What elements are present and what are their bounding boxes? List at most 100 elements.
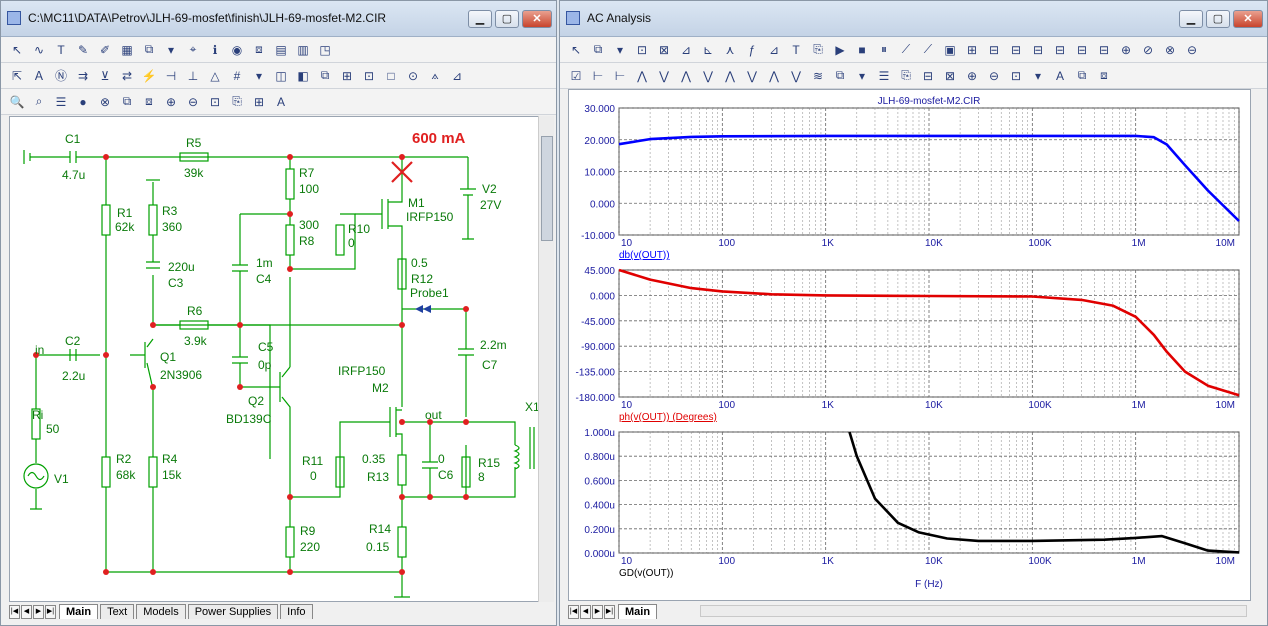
analysis-tool-icon-0-10[interactable]: ⊿ xyxy=(768,42,780,57)
analysis-tool-icon-0-8[interactable]: ⋏ xyxy=(725,42,735,57)
schematic-tool-icon-0-14[interactable]: ▥ xyxy=(297,42,309,57)
schematic-tool-icon-2-11[interactable]: ⎘ xyxy=(232,94,242,108)
schematic-tool-icon-0-11[interactable]: ◉ xyxy=(231,42,243,57)
schematic-tool-icon-0-5[interactable]: ✐ xyxy=(99,42,111,57)
analysis-first-tab-button[interactable]: |◀ xyxy=(568,605,579,619)
analysis-tool-icon-0-5[interactable]: ⊠ xyxy=(658,42,670,57)
analysis-minimize-button[interactable]: ▁ xyxy=(1179,10,1203,28)
analysis-tool-icon-1-12[interactable]: ≋ xyxy=(812,68,824,83)
analysis-tool-icon-0-9[interactable]: ƒ xyxy=(748,42,756,57)
schematic-tool-icon-2-3[interactable]: ☰ xyxy=(55,94,67,109)
analysis-tool-icon-0-26[interactable]: ⊕ xyxy=(1120,42,1132,57)
analysis-tool-icon-1-9[interactable]: ⋁ xyxy=(747,68,757,83)
schematic-tool-icon-1-14[interactable]: ◧ xyxy=(297,68,309,83)
schematic-tool-icon-0-3[interactable]: T xyxy=(57,42,65,57)
analysis-prev-tab-button[interactable]: ◀ xyxy=(580,605,591,619)
analysis-tool-icon-1-19[interactable]: ⊕ xyxy=(966,68,978,83)
schematic-tool-icon-0-10[interactable]: ℹ xyxy=(212,42,218,57)
analysis-tool-icon-0-3[interactable]: ▾ xyxy=(616,42,624,57)
analysis-tool-icon-0-1[interactable]: ↖ xyxy=(570,42,582,57)
analysis-tool-icon-0-13[interactable]: ▶ xyxy=(835,42,845,57)
analysis-tool-icon-0-7[interactable]: ⊾ xyxy=(702,42,714,57)
analysis-tool-icon-0-16[interactable]: ⟋ xyxy=(901,42,911,56)
analysis-tool-icon-1-14[interactable]: ▾ xyxy=(858,68,866,83)
tab-main[interactable]: Main xyxy=(59,604,99,619)
analysis-tool-icon-1-24[interactable]: ⧉ xyxy=(1077,68,1087,82)
analysis-tool-icon-1-1[interactable]: ☑ xyxy=(570,68,582,83)
schematic-vertical-scrollbar[interactable] xyxy=(538,116,554,602)
analysis-tab-main[interactable]: Main xyxy=(618,604,658,619)
analysis-tool-icon-1-5[interactable]: ⋁ xyxy=(659,68,669,83)
schematic-tool-icon-2-12[interactable]: ⊞ xyxy=(253,94,265,109)
analysis-tool-icon-0-19[interactable]: ⊞ xyxy=(966,42,978,57)
analysis-titlebar[interactable]: AC Analysis ▁ ▢ ✕ xyxy=(560,1,1267,37)
analysis-tool-icon-1-15[interactable]: ☰ xyxy=(878,68,890,83)
schematic-tool-icon-1-20[interactable]: ⟑ xyxy=(431,68,439,82)
schematic-tool-icon-2-9[interactable]: ⊖ xyxy=(187,94,199,109)
schematic-tool-icon-1-6[interactable]: ⇄ xyxy=(121,68,133,83)
schematic-tool-icon-2-8[interactable]: ⊕ xyxy=(165,94,177,109)
schematic-tool-icon-1-10[interactable]: △ xyxy=(210,68,220,83)
analysis-tool-icon-0-27[interactable]: ⊘ xyxy=(1142,42,1154,57)
schematic-tool-icon-0-4[interactable]: ✎ xyxy=(77,42,89,57)
analysis-tool-icon-1-18[interactable]: ⊠ xyxy=(944,68,956,83)
analysis-tool-icon-0-21[interactable]: ⊟ xyxy=(1010,42,1022,57)
analysis-tool-icon-0-14[interactable]: ■ xyxy=(858,42,866,57)
analysis-tool-icon-0-18[interactable]: ▣ xyxy=(944,42,956,57)
first-tab-button[interactable]: |◀ xyxy=(9,605,20,619)
analysis-tool-icon-0-25[interactable]: ⊟ xyxy=(1098,42,1110,57)
schematic-tool-icon-1-11[interactable]: # xyxy=(233,68,241,83)
analysis-tool-icon-0-11[interactable]: T xyxy=(792,42,800,57)
analysis-next-tab-button[interactable]: ▶ xyxy=(592,605,603,619)
schematic-tool-icon-2-13[interactable]: A xyxy=(276,94,285,109)
analysis-tool-icon-0-12[interactable]: ⎘ xyxy=(813,42,823,56)
schematic-tool-icon-2-7[interactable]: ⧈ xyxy=(145,94,153,108)
schematic-tool-icon-2-5[interactable]: ⊗ xyxy=(99,94,111,109)
analysis-tool-icon-0-15[interactable]: ⏸ xyxy=(880,42,887,56)
analysis-tool-icon-0-6[interactable]: ⊿ xyxy=(680,42,692,57)
schematic-tool-icon-0-7[interactable]: ⧉ xyxy=(144,42,154,56)
schematic-tool-icon-1-7[interactable]: ⚡ xyxy=(141,68,157,83)
analysis-tool-icon-1-10[interactable]: ⋀ xyxy=(769,68,779,83)
schematic-tool-icon-0-13[interactable]: ▤ xyxy=(275,42,287,57)
maximize-button[interactable]: ▢ xyxy=(495,10,519,28)
analysis-tool-icon-1-16[interactable]: ⎘ xyxy=(901,68,911,82)
schematic-tool-icon-2-6[interactable]: ⧉ xyxy=(122,94,132,108)
schematic-tool-icon-1-4[interactable]: ⇉ xyxy=(77,68,89,83)
analysis-tool-icon-1-13[interactable]: ⧉ xyxy=(835,68,845,82)
analysis-tool-icon-1-21[interactable]: ⊡ xyxy=(1010,68,1022,83)
tab-models[interactable]: Models xyxy=(136,604,186,619)
schematic-tool-icon-1-16[interactable]: ⊞ xyxy=(341,68,353,83)
analysis-tool-icon-0-28[interactable]: ⊗ xyxy=(1164,42,1176,57)
analysis-tool-icon-1-25[interactable]: ⧈ xyxy=(1100,68,1108,82)
analysis-maximize-button[interactable]: ▢ xyxy=(1206,10,1230,28)
analysis-tool-icon-0-4[interactable]: ⊡ xyxy=(636,42,648,57)
analysis-tool-icon-1-11[interactable]: ⋁ xyxy=(791,68,801,83)
analysis-tool-icon-1-22[interactable]: ▾ xyxy=(1034,68,1042,83)
tab-info[interactable]: Info xyxy=(280,604,313,619)
scrollbar-thumb[interactable] xyxy=(541,136,553,241)
schematic-tool-icon-2-2[interactable]: ⌕ xyxy=(35,94,43,108)
analysis-last-tab-button[interactable]: ▶| xyxy=(604,605,615,619)
analysis-close-button[interactable]: ✕ xyxy=(1233,10,1263,28)
schematic-tool-icon-1-21[interactable]: ⊿ xyxy=(451,68,463,83)
schematic-tool-icon-1-17[interactable]: ⊡ xyxy=(363,68,375,83)
schematic-tool-icon-1-8[interactable]: ⊣ xyxy=(165,68,177,83)
schematic-tool-icon-1-9[interactable]: ⊥ xyxy=(187,68,199,83)
schematic-tool-icon-1-2[interactable]: Ａ xyxy=(32,69,45,83)
schematic-titlebar[interactable]: C:\MC11\DATA\Petrov\JLH-69-mosfet\finish… xyxy=(1,1,556,37)
schematic-tool-icon-0-6[interactable]: ▦ xyxy=(121,42,133,57)
analysis-tool-icon-0-24[interactable]: ⊟ xyxy=(1076,42,1088,57)
analysis-horizontal-scrollbar[interactable] xyxy=(700,605,1247,617)
schematic-tool-icon-2-1[interactable]: 🔍 xyxy=(9,94,25,109)
schematic-tool-icon-1-15[interactable]: ⧉ xyxy=(320,68,330,82)
analysis-tool-icon-0-29[interactable]: ⊖ xyxy=(1186,42,1198,57)
schematic-tool-icon-0-8[interactable]: ▾ xyxy=(167,42,175,57)
last-tab-button[interactable]: ▶| xyxy=(45,605,56,619)
analysis-tool-icon-0-23[interactable]: ⊟ xyxy=(1054,42,1066,57)
schematic-tool-icon-1-1[interactable]: ⇱ xyxy=(11,68,23,83)
schematic-tool-icon-1-5[interactable]: ⊻ xyxy=(100,68,110,83)
schematic-tool-icon-1-19[interactable]: ⊙ xyxy=(407,68,419,83)
schematic-tool-icon-2-10[interactable]: ⊡ xyxy=(209,94,221,109)
minimize-button[interactable]: ▁ xyxy=(468,10,492,28)
